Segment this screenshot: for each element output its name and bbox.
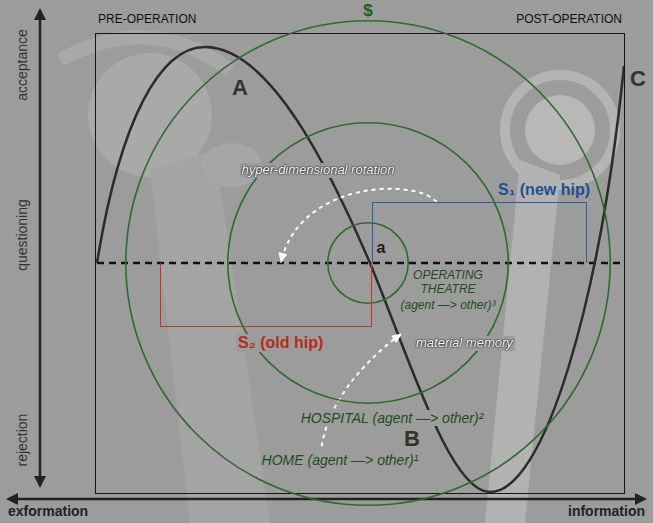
edge-label: hyper-dimensional rotation bbox=[240, 163, 397, 178]
horizontal-axis bbox=[16, 498, 637, 501]
agent-note: (agent —> other)³ bbox=[400, 299, 495, 313]
axis-label: information bbox=[568, 503, 645, 519]
acceptance-curve bbox=[97, 47, 624, 492]
circle-outline bbox=[327, 222, 409, 304]
axis-label: exformation bbox=[8, 503, 88, 519]
dashed-arrow bbox=[279, 189, 437, 263]
state-label: S₁ (new hip) bbox=[498, 181, 590, 199]
point-label: a bbox=[377, 239, 386, 257]
curve-point: B bbox=[404, 426, 420, 451]
circle-outline bbox=[125, 20, 611, 506]
phase-heading: POST-OPERATION bbox=[516, 13, 622, 27]
axis-label: acceptance bbox=[14, 29, 30, 101]
dashed-arrow bbox=[281, 189, 437, 263]
vertical-axis bbox=[39, 18, 42, 478]
setting-label: HOME (agent —> other)¹ bbox=[260, 452, 421, 468]
setting-label: HOSPITAL (agent —> other)² bbox=[299, 410, 486, 426]
arrowhead bbox=[279, 252, 288, 263]
circle-outline bbox=[328, 223, 408, 303]
phase-frame: aOPERATING THEATRE(agent —> other)³$HOSP… bbox=[95, 33, 625, 494]
arrowhead bbox=[391, 334, 402, 343]
circle-outline bbox=[228, 123, 508, 403]
dashed-arrow bbox=[322, 334, 402, 447]
new-hip-box: S₁ (new hip) bbox=[372, 202, 587, 263]
home-circle: aOPERATING THEATRE(agent —> other)³$HOSP… bbox=[125, 20, 611, 506]
theatre-circle: a bbox=[327, 222, 409, 304]
money-symbol: $ bbox=[363, 1, 372, 21]
edge-label: material memory bbox=[414, 336, 515, 351]
axis-label: questioning bbox=[14, 199, 30, 271]
acetabulum bbox=[60, 37, 230, 70]
curve-point: C bbox=[630, 66, 646, 91]
dashed-arrow bbox=[322, 334, 402, 447]
phase-heading: PRE-OPERATION bbox=[98, 13, 196, 27]
axis-arrowhead bbox=[34, 476, 46, 488]
axis-label: rejection bbox=[14, 414, 30, 467]
circle-outline bbox=[126, 21, 610, 505]
old-hip-box: S₂ (old hip) bbox=[160, 263, 372, 327]
setting-label: OPERATING THEATRE bbox=[408, 269, 488, 297]
curve-point: A bbox=[230, 75, 250, 100]
axis-arrowhead bbox=[34, 8, 46, 20]
state-label: S₂ (old hip) bbox=[236, 334, 325, 352]
